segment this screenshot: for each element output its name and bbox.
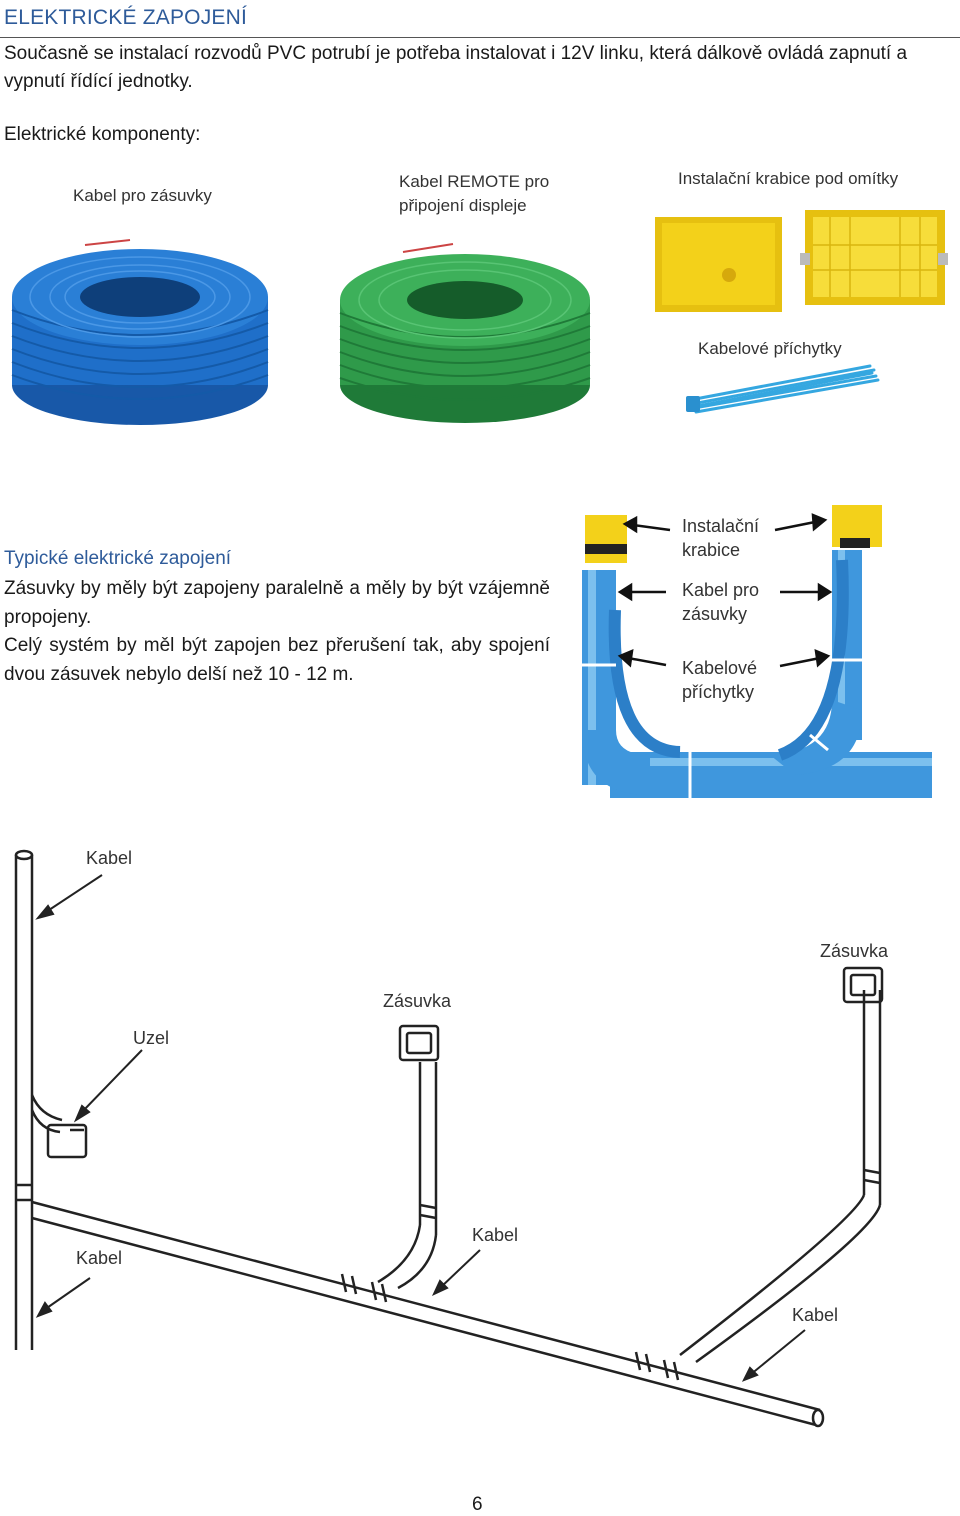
callout-ties-2: příchytky [682,682,755,702]
install-box-image [655,210,948,312]
page-number: 6 [472,1494,483,1515]
callout-box-2: krabice [682,540,741,560]
intro-paragraph: Současně se instalací rozvodů PVC potrub… [4,43,908,92]
typical-body: Zásuvky by měly být zapojeny paralelně a… [4,575,550,689]
blue-cable-coil-image [11,239,269,425]
diagram-label-kabel-left: Kabel [76,1248,123,1268]
label-remote-cable-1: Kabel REMOTE pro [399,172,550,191]
diagram-label-kabel-mid: Kabel [472,1225,519,1245]
diagram-label-zasuvka-right: Zásuvka [820,941,889,961]
diagram-label-kabel-top: Kabel [86,848,133,868]
typical-paragraph-1: Zásuvky by měly být zapojeny paralelně a… [4,578,550,628]
callout-ties-1: Kabelové [682,658,758,678]
label-remote-cable-2: připojení displeje [399,196,527,215]
installed-pipes-photo [582,505,932,798]
callout-box-1: Instalační [682,516,760,536]
diagram-label-zasuvka-mid: Zásuvka [383,991,452,1011]
green-cable-coil-image [339,243,591,423]
components-label: Elektrické komponenty: [4,124,201,145]
callout-cable-2: zásuvky [682,604,748,624]
label-install-box: Instalační krabice pod omítky [678,169,899,188]
title-divider [0,37,960,38]
page-title: ELEKTRICKÉ ZAPOJENÍ [4,6,248,29]
diagram-label-kabel-right: Kabel [792,1305,839,1325]
typical-heading: Typické elektrické zapojení [4,548,232,569]
cable-ties-image [686,364,880,414]
label-cable-ties: Kabelové příchytky [698,339,842,358]
label-cable-sockets: Kabel pro zásuvky [73,186,212,205]
diagram-label-uzel: Uzel [133,1028,170,1048]
wiring-diagram [14,849,884,1428]
callout-cable-1: Kabel pro [682,580,760,600]
typical-paragraph-2: Celý systém by měl být zapojen bez přeru… [4,635,550,685]
